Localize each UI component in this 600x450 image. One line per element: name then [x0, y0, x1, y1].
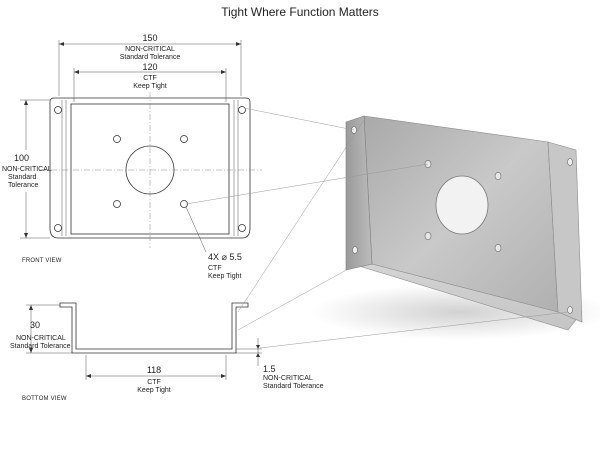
leader-lines [185, 107, 569, 349]
bottom-view-label: BOTTOM VIEW [22, 396, 67, 402]
mount-hole-bottom-left [54, 224, 62, 232]
dim15-note1: NON-CRITICAL [263, 375, 313, 382]
front-view-label: FRONT VIEW [22, 258, 62, 264]
bracket-render [310, 115, 600, 340]
dim100-note1: NON-CRITICAL [2, 166, 52, 173]
bracket-right-flange [547, 141, 583, 323]
page-title: Tight Where Function Matters [221, 5, 379, 19]
hole-leader [185, 206, 207, 253]
dim15-note2: Standard Tolerance [263, 383, 324, 390]
leader-top-flange-hole [243, 107, 355, 131]
bracket-mount-hole-3 [567, 158, 573, 166]
dim118-value: 118 [147, 365, 161, 375]
hole-dim-note1: CTF [208, 265, 222, 272]
front-view: 150 NON-CRITICAL Standard Tolerance 120 … [2, 33, 262, 280]
dim30-note1: NON-CRITICAL [16, 335, 66, 342]
ctf-hole-2 [180, 135, 188, 143]
front-plate-outline [49, 97, 251, 239]
bracket-ctf-hole-2 [494, 172, 502, 180]
bracket-mount-hole-4 [567, 306, 573, 314]
dim150-value: 150 [142, 33, 157, 43]
dim150-note2: Standard Tolerance [120, 54, 181, 61]
dim120-note1: CTF [143, 75, 157, 82]
dim100-note2: Standard [8, 174, 37, 181]
hole-dim-value: 4X ⌀ 5.5 [208, 252, 242, 262]
dim100-value: 100 [14, 153, 29, 163]
bracket-left-flange [345, 115, 373, 271]
dim150-note1: NON-CRITICAL [125, 46, 175, 53]
bracket-ctf-hole-4 [494, 244, 502, 252]
ctf-hole-1 [113, 135, 121, 143]
channel-profile [59, 302, 249, 354]
dim118-note2: Keep Tight [137, 387, 171, 394]
leader-base-edge [237, 267, 351, 331]
bracket-ctf-hole-3 [424, 232, 432, 240]
dim120-note2: Keep Tight [133, 83, 167, 90]
mount-hole-bottom-right [238, 224, 246, 232]
dim30-value: 30 [30, 320, 40, 330]
hole-dim-note2: Keep Tight [208, 273, 242, 280]
bracket-center-bore [435, 175, 489, 235]
dim15-value: 1.5 [263, 364, 276, 374]
bracket-mount-hole-2 [352, 246, 358, 254]
bottom-view: 30 NON-CRITICAL Standard Tolerance 118 C… [10, 302, 324, 402]
leader-left-flange [237, 119, 365, 313]
ctf-hole-3 [113, 200, 121, 208]
leader-ctf-hole [185, 163, 429, 205]
dim15-arrows [256, 345, 260, 357]
mount-hole-top-left [54, 106, 62, 114]
dim30-note2: Standard Tolerance [10, 343, 71, 350]
dim100-note3: Tolerance [8, 182, 38, 189]
dim120-value: 120 [142, 62, 157, 72]
dim118-note1: CTF [147, 379, 161, 386]
dim30-arrows [29, 305, 33, 353]
mount-hole-top-right [238, 106, 246, 114]
leader-thickness [259, 311, 569, 349]
